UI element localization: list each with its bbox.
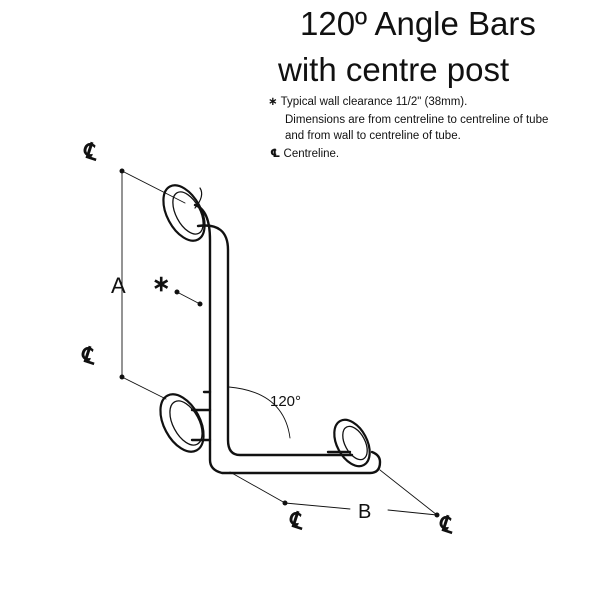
dimension-a-line [121, 170, 201, 400]
asterisk-icon: ∗ [268, 96, 278, 108]
title-line-2: with centre post [278, 51, 510, 88]
dimension-b-label: B [358, 501, 371, 523]
centreline-icon: ℄ [270, 148, 281, 160]
centreline-text: Centreline. [283, 148, 340, 160]
clearance-note: ∗ Typical wall clearance 11/2" (38mm). [268, 94, 467, 110]
centreline-note: ℄ Centreline. [270, 146, 339, 162]
clearance-asterisk-icon: ∗ [152, 271, 170, 296]
angle-arc [228, 386, 291, 439]
centreline-icon-top: ℄ [80, 137, 103, 166]
reference-dots [119, 168, 440, 518]
dimensions-note-line-1: Dimensions are from centreline to centre… [285, 114, 549, 126]
dimension-b-line [229, 469, 438, 516]
dimension-a-label: A [111, 273, 126, 298]
centreline-icon-bottom: ℄ [286, 506, 309, 535]
dimensions-note-line-2: and from wall to centreline of tube. [285, 130, 461, 142]
clearance-text: Typical wall clearance 11/2" (38mm). [280, 96, 468, 108]
right-flange [333, 418, 371, 468]
title-line-1: 120º Angle Bars [300, 5, 536, 42]
centreline-icon-middle: ℄ [78, 341, 101, 370]
lower-flange [159, 393, 205, 453]
grab-bar-tube [190, 203, 382, 475]
angle-label: 120° [270, 393, 301, 410]
